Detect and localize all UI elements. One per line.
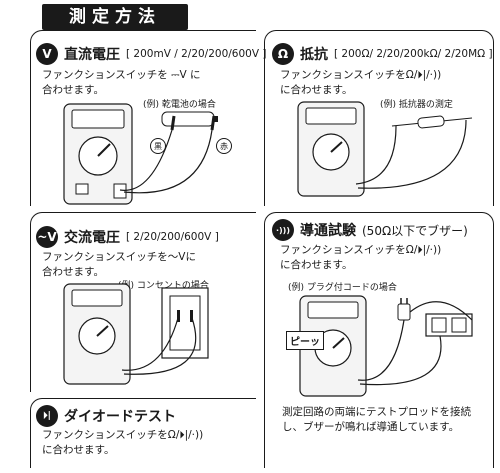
section-title-dcv: 直流電圧 — [64, 47, 120, 63]
section-header-ohm: Ω 抵抗 [ 200Ω/ 2/20/200kΩ/ 2/20MΩ ] — [272, 43, 493, 65]
section-instruction-acv: ファンクションスイッチを～Vに 合わせます。 — [42, 250, 196, 280]
section-instruction-ohm: ファンクションスイッチをΩ/⏵|/·)) に合わせます。 — [280, 68, 441, 98]
section-title-ohm: 抵抗 — [300, 47, 328, 63]
section-outline-acv — [30, 212, 256, 392]
instruction-line: ファンクションスイッチをΩ/⏵|/·)) — [42, 429, 204, 441]
example-label-acv: (例) コンセントの場合 — [118, 281, 209, 291]
instruction-line: 合わせます。 — [42, 266, 104, 278]
instruction-line: ファンクションスイッチを ⎓V に — [42, 69, 201, 81]
outlet-icon — [161, 287, 209, 359]
continuity-illustration — [299, 295, 473, 397]
section-outline-dcv — [30, 30, 256, 206]
section-outline-diode — [30, 398, 256, 468]
section-header-acv: ~V 交流電圧 [ 2/20/200/600V ] — [36, 226, 219, 248]
diode-icon: ⏵| — [36, 405, 58, 427]
section-header-dcv: V 直流電圧 [ 200mV / 2/20/200/600V ] — [36, 43, 266, 65]
continuity-note: 測定回路の両端にテストプロッドを接続 し、ブザーが鳴れば導通しています。 — [282, 405, 471, 435]
section-title-acv: 交流電圧 — [64, 230, 120, 246]
instruction-line: に合わせます。 — [280, 84, 353, 96]
instruction-line: 合わせます。 — [42, 84, 104, 96]
continuity-icon: ·))) — [272, 219, 294, 241]
instruction-line: ファンクションスイッチをΩ/⏵|/·)) — [280, 244, 442, 256]
section-instruction-continuity: ファンクションスイッチをΩ/⏵|/·)) に合わせます。 — [280, 243, 441, 273]
multimeter-icon — [63, 283, 131, 385]
battery-icon — [161, 111, 218, 127]
section-header-continuity: ·))) 導通試験 (50Ω以下でブザー) — [272, 219, 468, 241]
ohm-illustration — [297, 101, 473, 197]
power-strip-icon — [425, 313, 473, 337]
buzzer-label: ピーッ — [286, 331, 324, 350]
section-range-continuity: (50Ω以下でブザー) — [362, 223, 468, 238]
instruction-line: ファンクションスイッチを～Vに — [42, 251, 196, 263]
section-header-diode: ⏵| ダイオードテスト — [36, 405, 182, 427]
section-outline-ohm — [264, 30, 494, 206]
example-label-ohm: (例) 抵抗器の測定 — [380, 100, 453, 110]
multimeter-icon — [297, 101, 365, 197]
example-label-dcv: (例) 乾電池の場合 — [143, 100, 216, 110]
section-range-ohm: [ 200Ω/ 2/20/200kΩ/ 2/20MΩ ] — [334, 48, 493, 60]
page-title: 測定方法 — [42, 4, 188, 30]
resistor-icon — [391, 115, 473, 129]
multimeter-icon — [63, 103, 133, 205]
ohm-icon: Ω — [272, 43, 294, 65]
dcv-illustration — [63, 103, 218, 205]
note-line: し、ブザーが鳴れば導通しています。 — [282, 421, 460, 433]
ac-voltage-icon: ~V — [36, 226, 58, 248]
instruction-line: に合わせます。 — [42, 444, 115, 456]
instruction-line: ファンクションスイッチをΩ/⏵|/·)) — [280, 69, 442, 81]
section-instruction-diode: ファンクションスイッチをΩ/⏵|/·)) に合わせます。 — [42, 428, 203, 458]
section-range-dcv: [ 200mV / 2/20/200/600V ] — [126, 48, 267, 60]
section-title-continuity: 導通試験 — [300, 223, 356, 239]
note-line: 測定回路の両端にテストプロッドを接続 — [282, 406, 471, 418]
instruction-line: に合わせます。 — [280, 259, 353, 271]
probe-red-label: 赤 — [216, 138, 232, 154]
plug-icon — [397, 298, 411, 321]
section-outline-continuity — [264, 212, 494, 468]
section-range-acv: [ 2/20/200/600V ] — [126, 231, 219, 243]
acv-illustration — [63, 283, 209, 385]
section-instruction-dcv: ファンクションスイッチを ⎓V に 合わせます。 — [42, 68, 201, 98]
dc-voltage-icon: V — [36, 43, 58, 65]
example-label-continuity: (例) プラグ付コードの場合 — [288, 283, 397, 293]
probe-black-label: 黒 — [150, 138, 166, 154]
section-title-diode: ダイオードテスト — [64, 409, 176, 425]
multimeter-icon — [299, 295, 367, 397]
